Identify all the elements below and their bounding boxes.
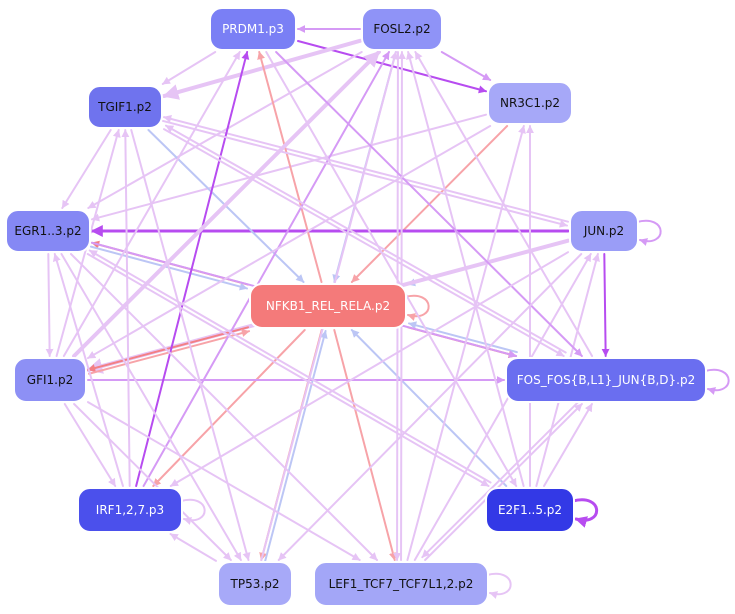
node-box [209, 7, 297, 51]
edge-prdm1-e2f [265, 51, 518, 487]
node-box [569, 209, 639, 253]
node-egr13[interactable]: EGR1..3.p2 [5, 209, 91, 253]
edge-fosl2-tgif1 [162, 38, 362, 100]
edge-egr13-tp53 [60, 253, 242, 561]
edge-fosl2-egr13 [87, 51, 363, 209]
node-label: EGR1..3.p2 [14, 224, 81, 238]
edge-egr13-lef1 [70, 253, 378, 561]
edge-tp53-irf [169, 533, 217, 562]
node-irf[interactable]: IRF1,2,7.p3 [77, 487, 183, 533]
node-fos[interactable]: FOS_FOS{B,L1}_JUN{B,D}.p2 [505, 357, 707, 403]
edge-egr13-e2f [86, 253, 490, 487]
node-label: FOS_FOS{B,L1}_JUN{B,D}.p2 [517, 373, 696, 387]
edge-tgif1-fos [163, 128, 565, 357]
node-box [361, 7, 443, 51]
edge-nfkb1-lef1 [333, 329, 397, 561]
node-box [485, 487, 575, 533]
node-label: IRF1,2,7.p3 [96, 503, 164, 517]
edge-e2f-e2f [571, 498, 599, 528]
node-label: NR3C1.p2 [500, 96, 560, 110]
edge-nr3c1-gfi1 [87, 125, 492, 360]
edge-nfkb1-nfkb1 [404, 294, 430, 321]
edge-fosl2-nr3c1 [440, 51, 492, 81]
node-jun[interactable]: JUN.p2 [569, 209, 639, 253]
edge-irf-irf [180, 498, 206, 525]
edge-fos-nfkb1 [408, 321, 518, 354]
node-box [5, 209, 91, 253]
edge-jun-fos [601, 253, 610, 357]
edge-lef1-nr3c1 [406, 125, 526, 561]
node-nfkb1[interactable]: NFKB1_REL_RELA.p2 [249, 283, 407, 329]
node-label: E2F1..5.p2 [498, 503, 562, 517]
node-box [217, 561, 293, 607]
node-prdm1[interactable]: PRDM1.p3 [209, 7, 297, 51]
node-fosl2[interactable]: FOSL2.p2 [361, 7, 443, 51]
edge-nfkb1-gfi1 [87, 326, 249, 372]
edge-jun-irf [169, 251, 569, 487]
node-label: TP53.p2 [230, 577, 280, 591]
node-box [505, 357, 707, 403]
edge-tgif1-tp53 [130, 129, 251, 561]
edge-jun-tgif1 [163, 115, 569, 223]
node-label: NFKB1_REL_RELA.p2 [266, 299, 390, 313]
node-box [77, 487, 183, 533]
node-label: PRDM1.p3 [222, 22, 284, 36]
edge-e2f-fosl2 [406, 51, 525, 487]
node-label: FOSL2.p2 [373, 22, 430, 36]
edge-gfi1-tp53 [73, 403, 232, 561]
edge-fos-lef1 [421, 400, 581, 559]
node-label: JUN.p2 [583, 224, 624, 238]
edge-egr13-gfi1 [45, 253, 54, 357]
edge-fos-fos [704, 368, 730, 395]
edge-lef1-lef1 [486, 572, 512, 599]
edge-gfi1-lef1 [87, 401, 361, 561]
edge-nfkb1-prdm1 [257, 51, 323, 283]
node-label: TGIF1.p2 [97, 100, 152, 114]
node-e2f[interactable]: E2F1..5.p2 [485, 487, 575, 533]
edge-e2f-egr13 [88, 249, 492, 484]
node-lef1[interactable]: LEF1_TCF7_TCF7L1,2.p2 [313, 561, 489, 607]
node-nr3c1[interactable]: NR3C1.p2 [487, 81, 573, 125]
edge-gfi1-irf [63, 403, 117, 487]
node-box [313, 561, 489, 607]
node-box [13, 357, 87, 403]
edge-nfkb1-irf [152, 329, 306, 487]
edge-fos-fosl2 [414, 51, 594, 357]
edge-lef1-fos [424, 403, 583, 561]
node-label: LEF1_TCF7_TCF7L1,2.p2 [329, 577, 474, 591]
edge-e2f-fos [543, 403, 593, 487]
node-box [87, 85, 163, 129]
node-tp53[interactable]: TP53.p2 [217, 561, 293, 607]
edge-irf-egr13 [52, 253, 124, 487]
node-box [487, 81, 573, 125]
edge-fos-tgif1 [164, 124, 567, 354]
edge-irf-fosl2 [142, 51, 390, 487]
edge-nr3c1-egr13 [91, 113, 487, 222]
edge-tp53-nfkb1 [264, 330, 328, 563]
edge-jun-jun [636, 219, 662, 246]
edge-tgif1-jun [161, 119, 568, 228]
node-box [249, 283, 407, 329]
node-tgif1[interactable]: TGIF1.p2 [87, 85, 163, 129]
node-label: GFI1.p2 [27, 373, 73, 387]
edge-jun-tp53 [277, 253, 583, 561]
edge-tgif1-egr13 [61, 129, 112, 209]
node-gfi1[interactable]: GFI1.p2 [13, 357, 87, 403]
edge-prdm1-tgif1 [161, 51, 217, 85]
